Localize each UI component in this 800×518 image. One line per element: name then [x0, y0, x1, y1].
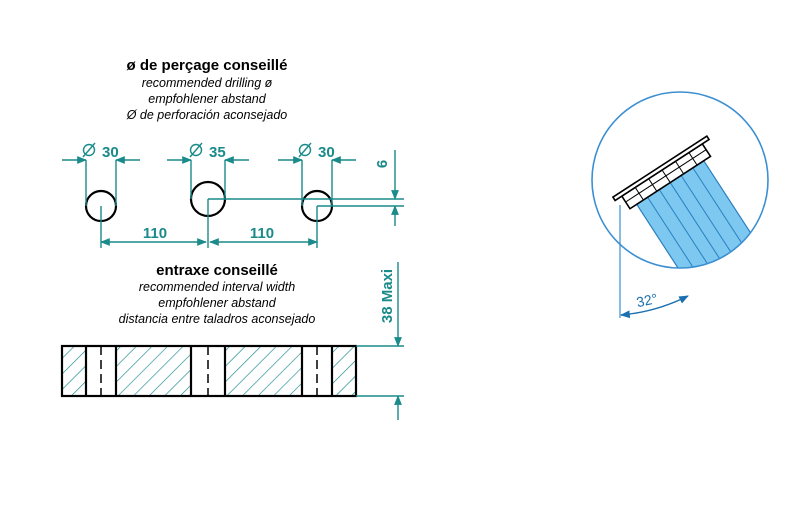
- offset-dimension: 6: [208, 150, 404, 226]
- spacing-line-de: empfohlener abstand: [158, 296, 276, 310]
- detail-circle: [591, 91, 769, 269]
- diameter-symbol-icon: [189, 142, 203, 158]
- drilling-line-de: empfohlener abstand: [148, 92, 266, 106]
- drilling-heading: ø de perçage conseillé recommended drill…: [126, 57, 288, 122]
- height-dimension: 38 Maxi: [356, 262, 404, 420]
- drilling-line-es: Ø de perforación aconsejado: [126, 108, 288, 122]
- dia-middle-label: 35: [209, 144, 226, 161]
- spacing-line-en: recommended interval width: [139, 280, 295, 294]
- spacing-dimensions: 110 110: [100, 199, 318, 248]
- diameter-symbol-icon: [82, 142, 96, 158]
- section-view: [60, 344, 358, 398]
- spacing-title: entraxe conseillé: [156, 262, 278, 279]
- dia-right-label: 30: [318, 144, 335, 161]
- diameter-symbol-icon: [298, 142, 312, 158]
- angle-arc: [620, 295, 689, 319]
- drilling-line-en: recommended drilling ø: [142, 76, 273, 90]
- drilling-title: ø de perçage conseillé: [127, 57, 288, 74]
- offset-label: 6: [374, 160, 391, 168]
- diameter-dimensions: 30 35 30: [62, 142, 356, 206]
- height-label: 38 Maxi: [379, 269, 396, 323]
- spacing-heading: entraxe conseillé recommended interval w…: [119, 262, 316, 326]
- spacing-line-es: distancia entre taladros aconsejado: [119, 312, 316, 326]
- dia-left-label: 30: [102, 144, 119, 161]
- clamp-profile: [611, 135, 712, 210]
- holes: [84, 180, 334, 223]
- spacing-left-label: 110: [143, 225, 167, 242]
- angle-label: 32°: [635, 290, 659, 310]
- spacing-right-label: 110: [250, 225, 274, 242]
- detail-view: 32°: [591, 91, 769, 319]
